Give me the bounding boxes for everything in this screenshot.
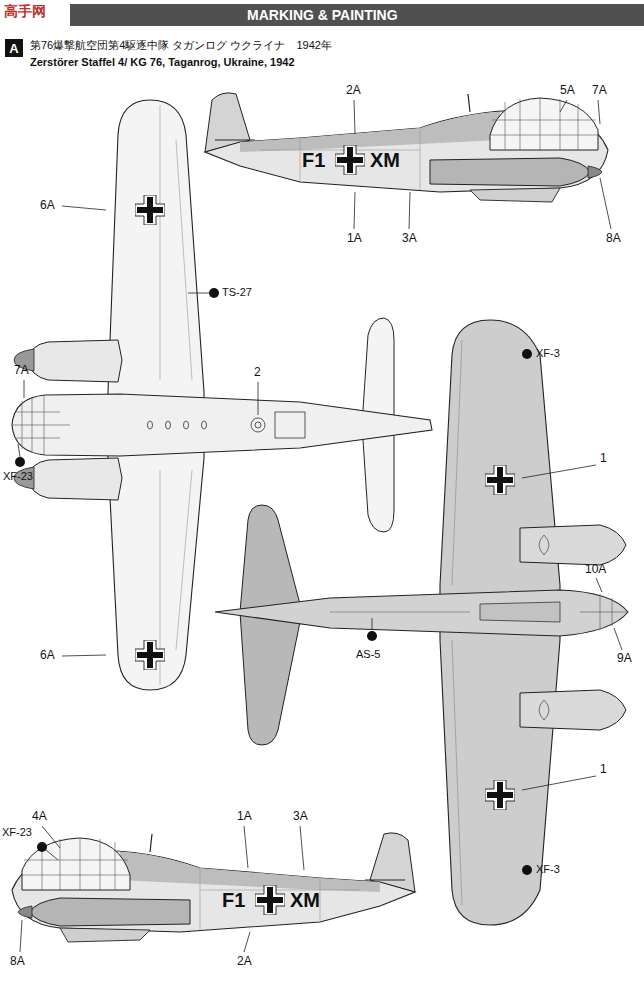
fuselage-code: F1 <box>302 149 325 172</box>
callout-number: 1A <box>237 810 252 824</box>
callout-number: 5A <box>560 84 575 98</box>
caption-english: Zerstörer Staffel 4/ KG 76, Taganrog, Uk… <box>30 56 295 69</box>
callout-number: 8A <box>606 232 621 246</box>
callout-number: 3A <box>293 810 308 824</box>
callout-number: 3A <box>402 232 417 246</box>
header-title: MARKING & PAINTING <box>247 7 398 23</box>
fuselage-code: XM <box>370 149 400 172</box>
caption-japanese: 第76爆撃航空団第4駆逐中隊 タガンログ ウクライナ 1942年 <box>30 39 332 52</box>
callout-number: 8A <box>10 955 25 969</box>
callout-number: 7A <box>14 364 29 378</box>
callout-number: 6A <box>40 649 55 663</box>
paint-code: XF-23 <box>3 470 33 483</box>
callout-number: 9A <box>617 652 632 666</box>
callout-number: 4A <box>32 810 47 824</box>
paint-code: AS-5 <box>356 648 380 661</box>
paint-code: TS-27 <box>222 286 252 299</box>
callout-number: 10A <box>585 563 606 577</box>
callout-number: 7A <box>592 84 607 98</box>
paint-code: XF-3 <box>536 347 560 360</box>
fuselage-code: XM <box>290 889 320 912</box>
watermark: 高手网 <box>4 3 46 19</box>
paint-code: XF-3 <box>536 863 560 876</box>
callout-number: 2A <box>237 955 252 969</box>
scheme-letter-box: A <box>5 39 23 57</box>
fuselage-code: F1 <box>222 889 245 912</box>
callout-number: 6A <box>40 199 55 213</box>
scheme-letter: A <box>9 41 18 56</box>
callout-number: 1 <box>600 763 607 777</box>
callout-number: 2 <box>254 366 261 380</box>
paint-code: XF-23 <box>2 826 32 839</box>
callout-number: 1 <box>600 452 607 466</box>
callout-number: 1A <box>347 232 362 246</box>
callout-number: 2A <box>346 84 361 98</box>
